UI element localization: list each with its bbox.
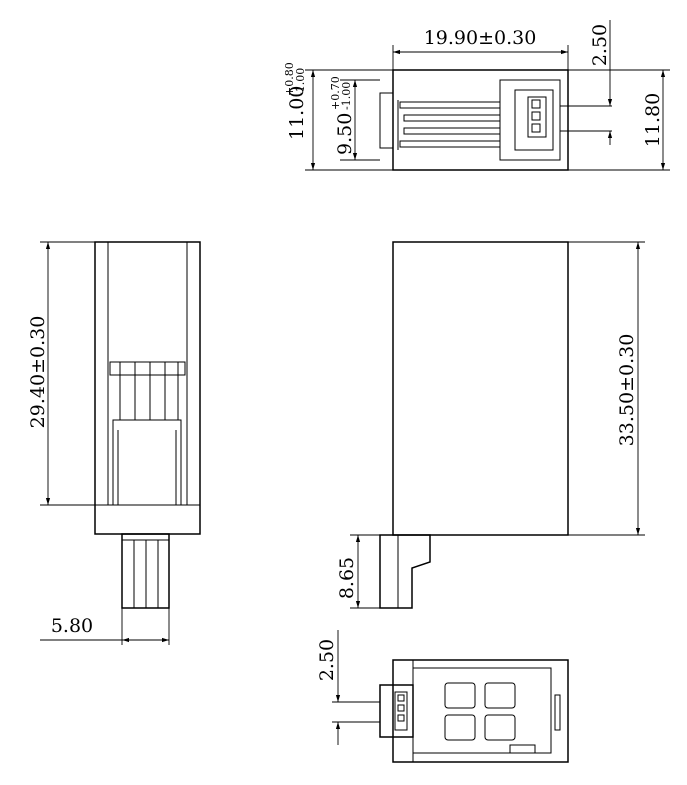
front-plug-width-dimension: 5.80 bbox=[51, 615, 93, 637]
bottom-view-body bbox=[392, 659, 569, 763]
front-view: 29.40±0.30 5.80 bbox=[27, 241, 201, 645]
front-height-dimension: 29.40±0.30 bbox=[27, 316, 49, 429]
bottom-view-connector bbox=[379, 684, 414, 738]
front-view-body bbox=[94, 241, 201, 535]
top-width-dimension: 19.90±0.30 bbox=[424, 27, 537, 49]
side-view-body bbox=[392, 241, 569, 536]
top-inner-height-tol-lower: -1.00 bbox=[340, 82, 353, 110]
side-view-tab bbox=[379, 534, 431, 609]
top-height-tol-upper: +0.80 bbox=[283, 62, 296, 96]
top-view-left-tab bbox=[379, 92, 394, 149]
top-inner-height-dimension: 9.50 bbox=[334, 113, 356, 155]
top-pitch-dimension: 2.50 bbox=[589, 24, 611, 66]
side-tab-height-dimension: 8.65 bbox=[336, 557, 358, 599]
top-outer-height-dimension: 11.80 bbox=[642, 93, 664, 147]
top-view: 19.90±0.30 2.50 11.80 11.00 +0.80 -1.00 … bbox=[283, 20, 670, 171]
side-view: 33.50±0.30 8.65 bbox=[336, 241, 645, 609]
top-height-tol-lower: -1.00 bbox=[294, 68, 307, 96]
bottom-pitch-dimension: 2.50 bbox=[316, 639, 338, 681]
top-height-dimension: 11.00 bbox=[286, 86, 308, 140]
bottom-view: 2.50 bbox=[316, 630, 569, 763]
side-height-dimension: 33.50±0.30 bbox=[616, 334, 638, 447]
top-inner-height-tol-upper: +0.70 bbox=[329, 76, 342, 110]
top-view-body bbox=[392, 69, 569, 171]
